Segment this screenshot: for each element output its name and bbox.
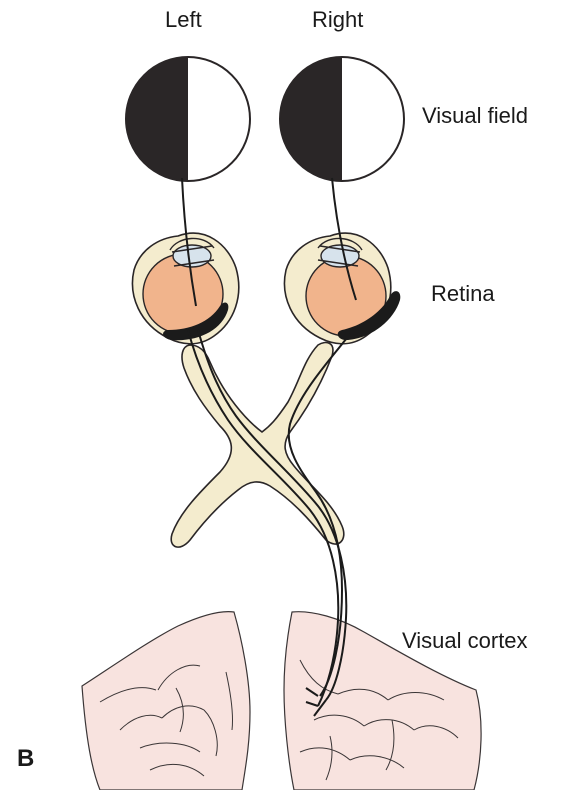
right-visual-field [280, 57, 404, 181]
label-left: Left [165, 7, 202, 33]
right-visual-field-right-half [342, 57, 404, 181]
label-retina: Retina [431, 281, 495, 307]
left-visual-field-right-half [188, 57, 250, 181]
left-hemisphere-outline [82, 612, 250, 790]
panel-letter: B [17, 745, 34, 773]
label-visual-cortex: Visual cortex [402, 628, 528, 654]
label-right: Right [312, 7, 363, 33]
visual-cortex-left-hemisphere [82, 612, 250, 790]
left-eye [132, 233, 238, 344]
left-visual-field [126, 57, 250, 181]
right-visual-field-left-half [280, 57, 342, 181]
label-visual-field: Visual field [422, 103, 528, 129]
left-visual-field-left-half [126, 57, 188, 181]
